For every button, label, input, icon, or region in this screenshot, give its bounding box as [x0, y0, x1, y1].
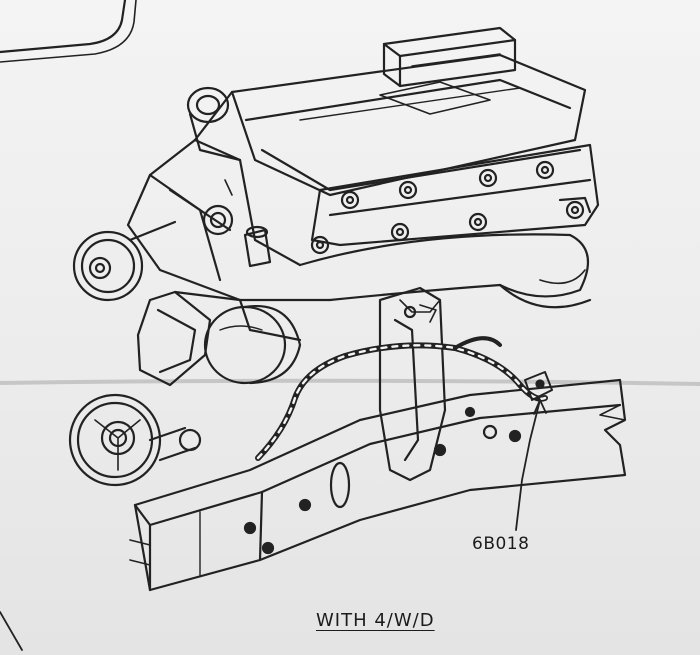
valve-cover	[230, 53, 587, 197]
corner-fragment	[0, 0, 127, 54]
frame-crossmember	[129, 378, 627, 592]
harness-connector	[524, 371, 553, 401]
timing-cover	[136, 290, 242, 387]
exhaust-manifold	[310, 143, 600, 255]
crankshaft-pulley-upper	[72, 220, 177, 302]
wiring-harness-6B018	[255, 336, 548, 461]
diagram-caption: WITH 4/W/D	[316, 610, 435, 631]
corner-fragment-bottom	[0, 611, 23, 651]
crankshaft-pulley-lower	[68, 393, 202, 487]
oil-filler-cap	[382, 26, 517, 88]
part-number-label: 6B018	[472, 534, 530, 554]
leader-line	[515, 399, 541, 531]
engine-mount	[378, 286, 447, 482]
engine-block	[126, 90, 332, 342]
oil-filter	[203, 305, 302, 385]
manifold-runners	[298, 233, 592, 309]
